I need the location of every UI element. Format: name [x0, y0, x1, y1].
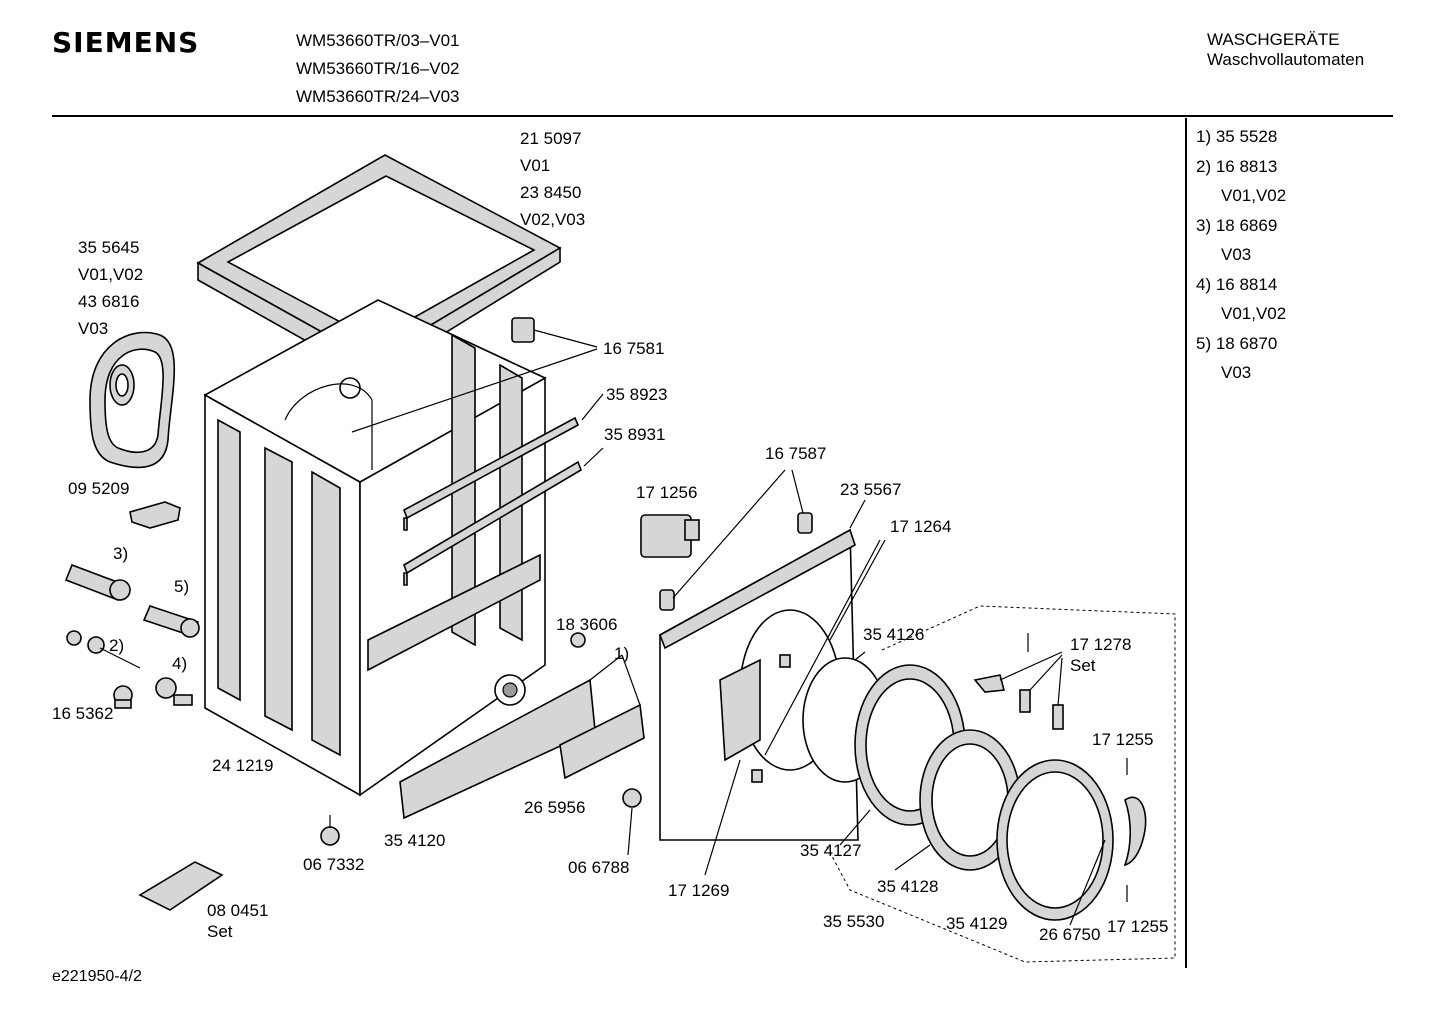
- screw-2: [66, 630, 141, 669]
- label-171278: 17 1278 Set: [1070, 634, 1131, 676]
- label-066788: 06 6788: [568, 858, 630, 877]
- note-line: 3) 18 6869: [1196, 215, 1278, 235]
- door-glass-354128: [919, 729, 1021, 871]
- note-line: 1) 35 5528: [1196, 127, 1278, 146]
- foot-067332: [320, 815, 340, 846]
- foot-165362: [113, 685, 133, 709]
- model-list: WM53660TR/03–V01 WM53660TR/16–V02 WM5366…: [296, 27, 459, 111]
- label-235567: 23 5567: [840, 480, 902, 499]
- label-line: 21 5097: [520, 129, 582, 148]
- door-assembly-boundary: [825, 605, 1176, 963]
- label-354126: 35 4126: [863, 625, 925, 644]
- label-line: Set: [1070, 656, 1096, 675]
- label-241219: 24 1219: [212, 756, 274, 775]
- label-rear-panel: 35 5645 V01,V02 43 6816 V03: [78, 234, 143, 342]
- label-line: 35 5645: [78, 238, 140, 257]
- label-marker-2: 2): [109, 636, 125, 655]
- label-line: Set: [207, 922, 233, 941]
- label-171269: 17 1269: [668, 881, 730, 900]
- document-id: e221950-4/2: [52, 968, 142, 985]
- label-line: V02,V03: [520, 210, 586, 229]
- shock-absorber-3: [64, 563, 131, 602]
- label-171264: 17 1264: [890, 517, 952, 536]
- leader-lines: [351, 329, 1106, 926]
- label-marker-4: 4): [172, 654, 188, 673]
- cap-183606: [570, 632, 586, 648]
- knob-066788: [622, 788, 642, 808]
- label-354127: 35 4127: [800, 841, 862, 860]
- drawer-265956: [559, 703, 645, 780]
- label-171255-top: 17 1255: [1092, 730, 1154, 749]
- door-ring-354129: [996, 759, 1114, 921]
- label-354129: 35 4129: [946, 914, 1008, 933]
- label-080451: 08 0451 Set: [207, 900, 268, 942]
- bracket-167581: [511, 317, 535, 343]
- note-line: V01,V02: [1221, 304, 1287, 323]
- note-line: 4) 16 8814: [1196, 274, 1278, 294]
- category-subtitle: Waschvollautomaten: [1207, 50, 1365, 69]
- notes-list: 1) 35 5528 2) 16 8813 V01,V02 3) 18 6869…: [1196, 122, 1286, 388]
- label-165362: 16 5362: [52, 704, 114, 723]
- label-top-cover: 21 5097 V01 23 8450 V02,V03: [520, 125, 585, 233]
- category-title: WASCHGERÄTE: [1207, 30, 1340, 49]
- note-line: 5) 18 6870: [1196, 333, 1278, 353]
- label-line: 23 8450: [520, 183, 582, 202]
- label-line: 08 0451: [207, 901, 269, 920]
- label-354120: 35 4120: [384, 831, 446, 850]
- bolt-4: [155, 677, 193, 706]
- note-line: 2) 16 8813: [1196, 156, 1278, 176]
- hook-167587: [659, 512, 813, 611]
- rail-358931: [403, 460, 582, 586]
- label-171256: 17 1256: [636, 483, 698, 502]
- front-panel-part: [659, 528, 859, 841]
- door-lock-171256: [640, 514, 700, 558]
- label-358923: 35 8923: [606, 385, 668, 404]
- cabinet-body-part: [203, 299, 547, 797]
- model-line: WM53660TR/03–V01: [296, 31, 460, 50]
- model-line: WM53660TR/16–V02: [296, 59, 460, 78]
- label-358931: 35 8931: [604, 425, 666, 444]
- rear-panel-part: [89, 331, 176, 469]
- handle-266750: [1123, 796, 1147, 867]
- category-block: WASCHGERÄTE Waschvollautomaten: [1207, 30, 1364, 70]
- label-167581: 16 7581: [603, 339, 665, 358]
- label-067332: 06 7332: [303, 855, 365, 874]
- shock-absorber-5: [142, 605, 200, 638]
- label-line: V01,V02: [78, 265, 144, 284]
- label-171255-bottom: 17 1255: [1107, 917, 1169, 936]
- label-183606: 18 3606: [556, 615, 618, 634]
- label-marker-5: 5): [174, 577, 190, 596]
- model-line: WM53660TR/24–V03: [296, 87, 460, 106]
- note-line: V03: [1221, 363, 1252, 382]
- label-line: V03: [78, 319, 109, 338]
- rail-358923: [403, 416, 580, 531]
- plate-080451: [138, 861, 224, 911]
- label-marker-3: 3): [113, 544, 129, 563]
- clip-095209: [129, 501, 181, 529]
- note-line: V03: [1221, 245, 1252, 264]
- label-167587: 16 7587: [765, 444, 827, 463]
- label-354128: 35 4128: [877, 877, 939, 896]
- label-095209: 09 5209: [68, 479, 130, 498]
- note-line: V01,V02: [1221, 186, 1287, 205]
- brand-logo: SIEMENS: [52, 26, 200, 59]
- label-line: 17 1278: [1070, 635, 1132, 654]
- label-line: V01: [520, 156, 551, 175]
- label-355530: 35 5530: [823, 912, 885, 931]
- label-line: 43 6816: [78, 292, 140, 311]
- label-265956: 26 5956: [524, 798, 586, 817]
- label-266750: 26 6750: [1039, 925, 1101, 944]
- hinge-171278: [973, 633, 1064, 730]
- label-marker-1: 1): [614, 644, 630, 663]
